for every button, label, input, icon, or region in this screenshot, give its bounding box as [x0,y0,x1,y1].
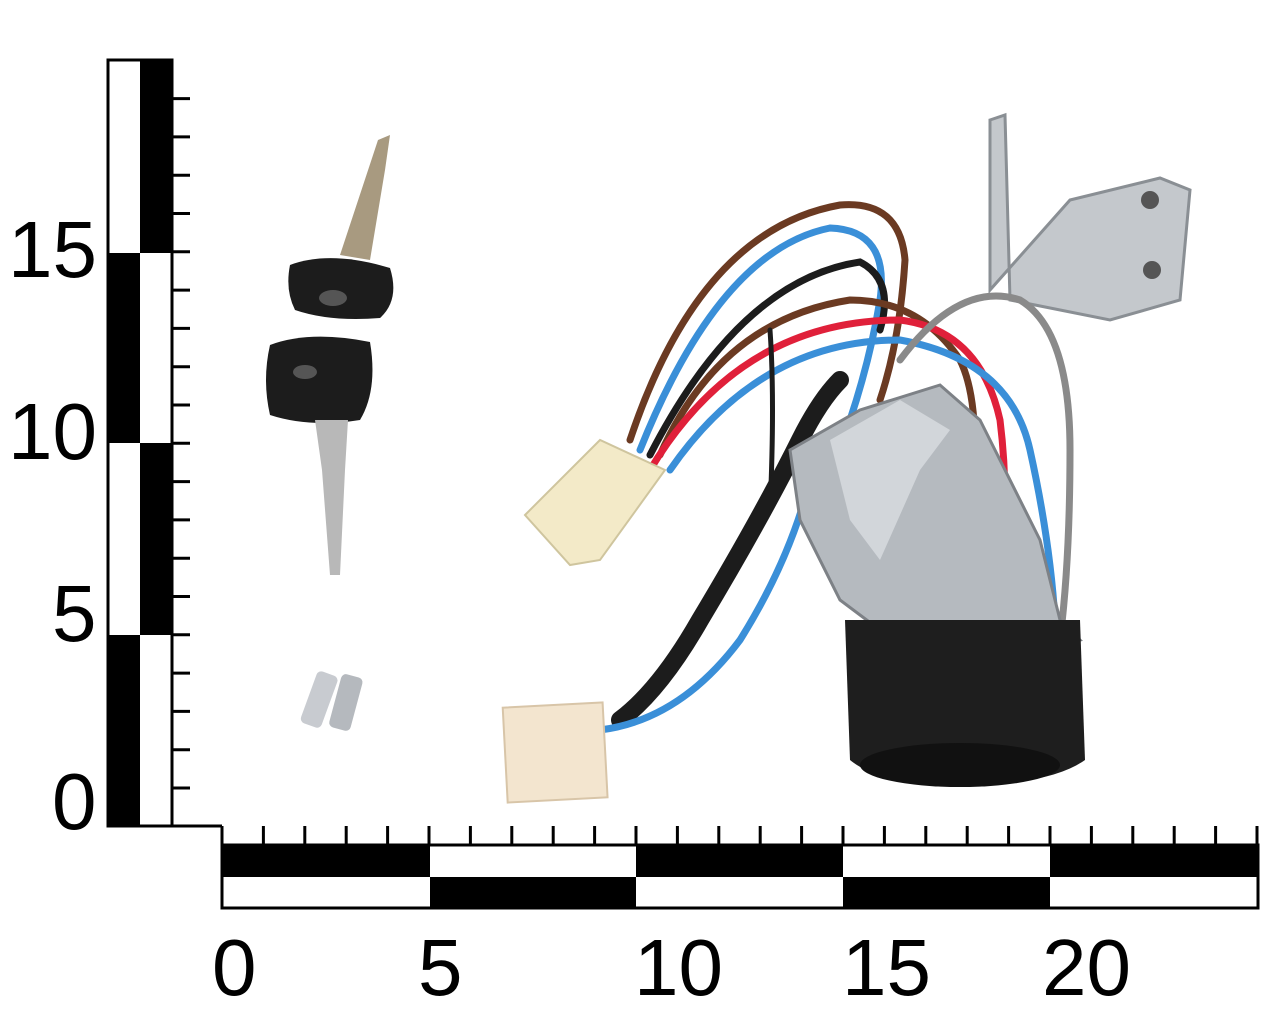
connectors [501,438,667,804]
mounting-bracket [988,112,1192,322]
keys [266,135,394,575]
horizontal-label-15: 15 [842,923,931,1012]
vertical-label-15: 15 [8,205,97,294]
vertical-label-10: 10 [8,387,97,476]
vertical-ruler [106,58,190,828]
horizontal-label-0: 0 [212,923,257,1012]
horizontal-label-20: 20 [1042,923,1131,1012]
horizontal-label-5: 5 [418,923,463,1012]
horizontal-ruler [172,824,1260,910]
ignition-switch [788,383,1085,787]
horizontal-label-10: 10 [634,923,723,1012]
vertical-label-5: 5 [52,569,97,658]
vertical-label-0: 0 [52,757,97,846]
screws [300,671,363,731]
